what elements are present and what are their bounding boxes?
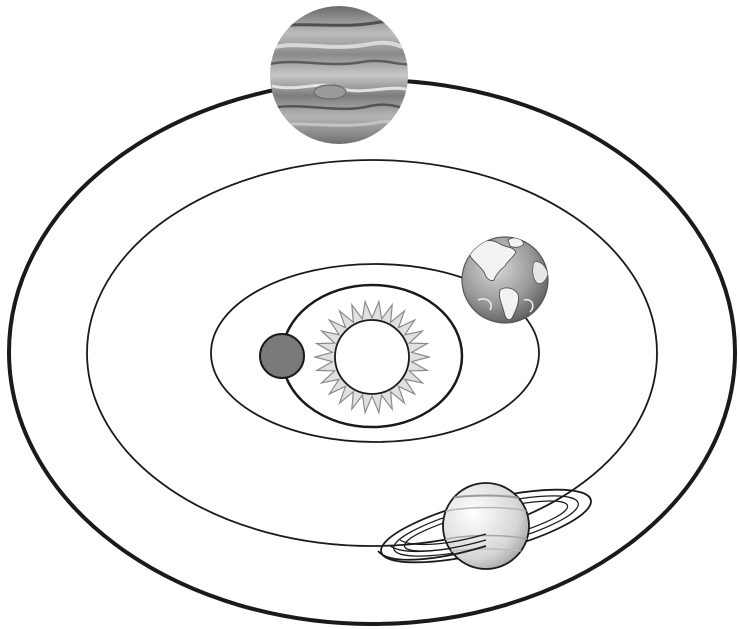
small-planet-icon (260, 334, 304, 378)
sun-icon (315, 302, 429, 413)
earth-icon (462, 237, 548, 323)
saturn-icon (375, 475, 597, 578)
jupiter-icon (270, 6, 412, 144)
sun-core (335, 320, 409, 394)
